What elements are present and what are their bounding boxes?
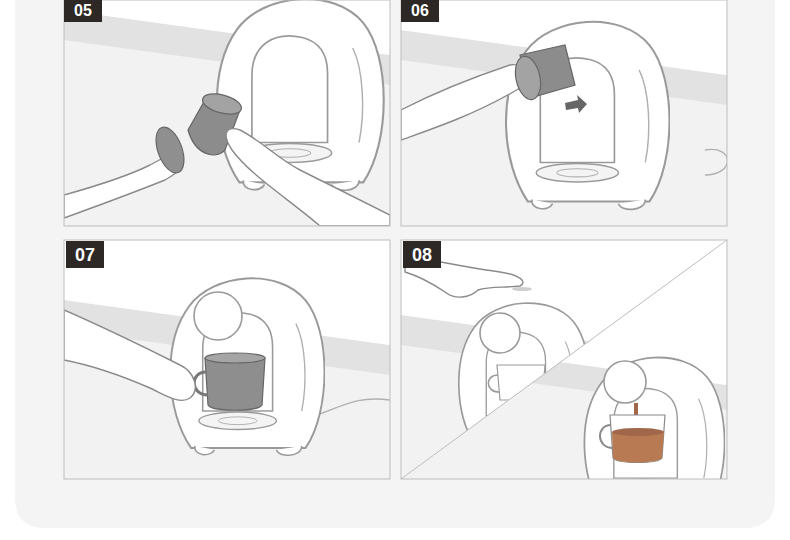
step-badge: 07 <box>66 241 104 268</box>
step-badge: 05 <box>64 0 102 22</box>
step-badge: 06 <box>401 0 439 22</box>
step-number: 08 <box>412 246 432 264</box>
step-number: 05 <box>74 3 92 19</box>
step-number: 07 <box>75 246 95 264</box>
step-number: 06 <box>411 3 429 19</box>
step-badge: 08 <box>403 241 441 268</box>
